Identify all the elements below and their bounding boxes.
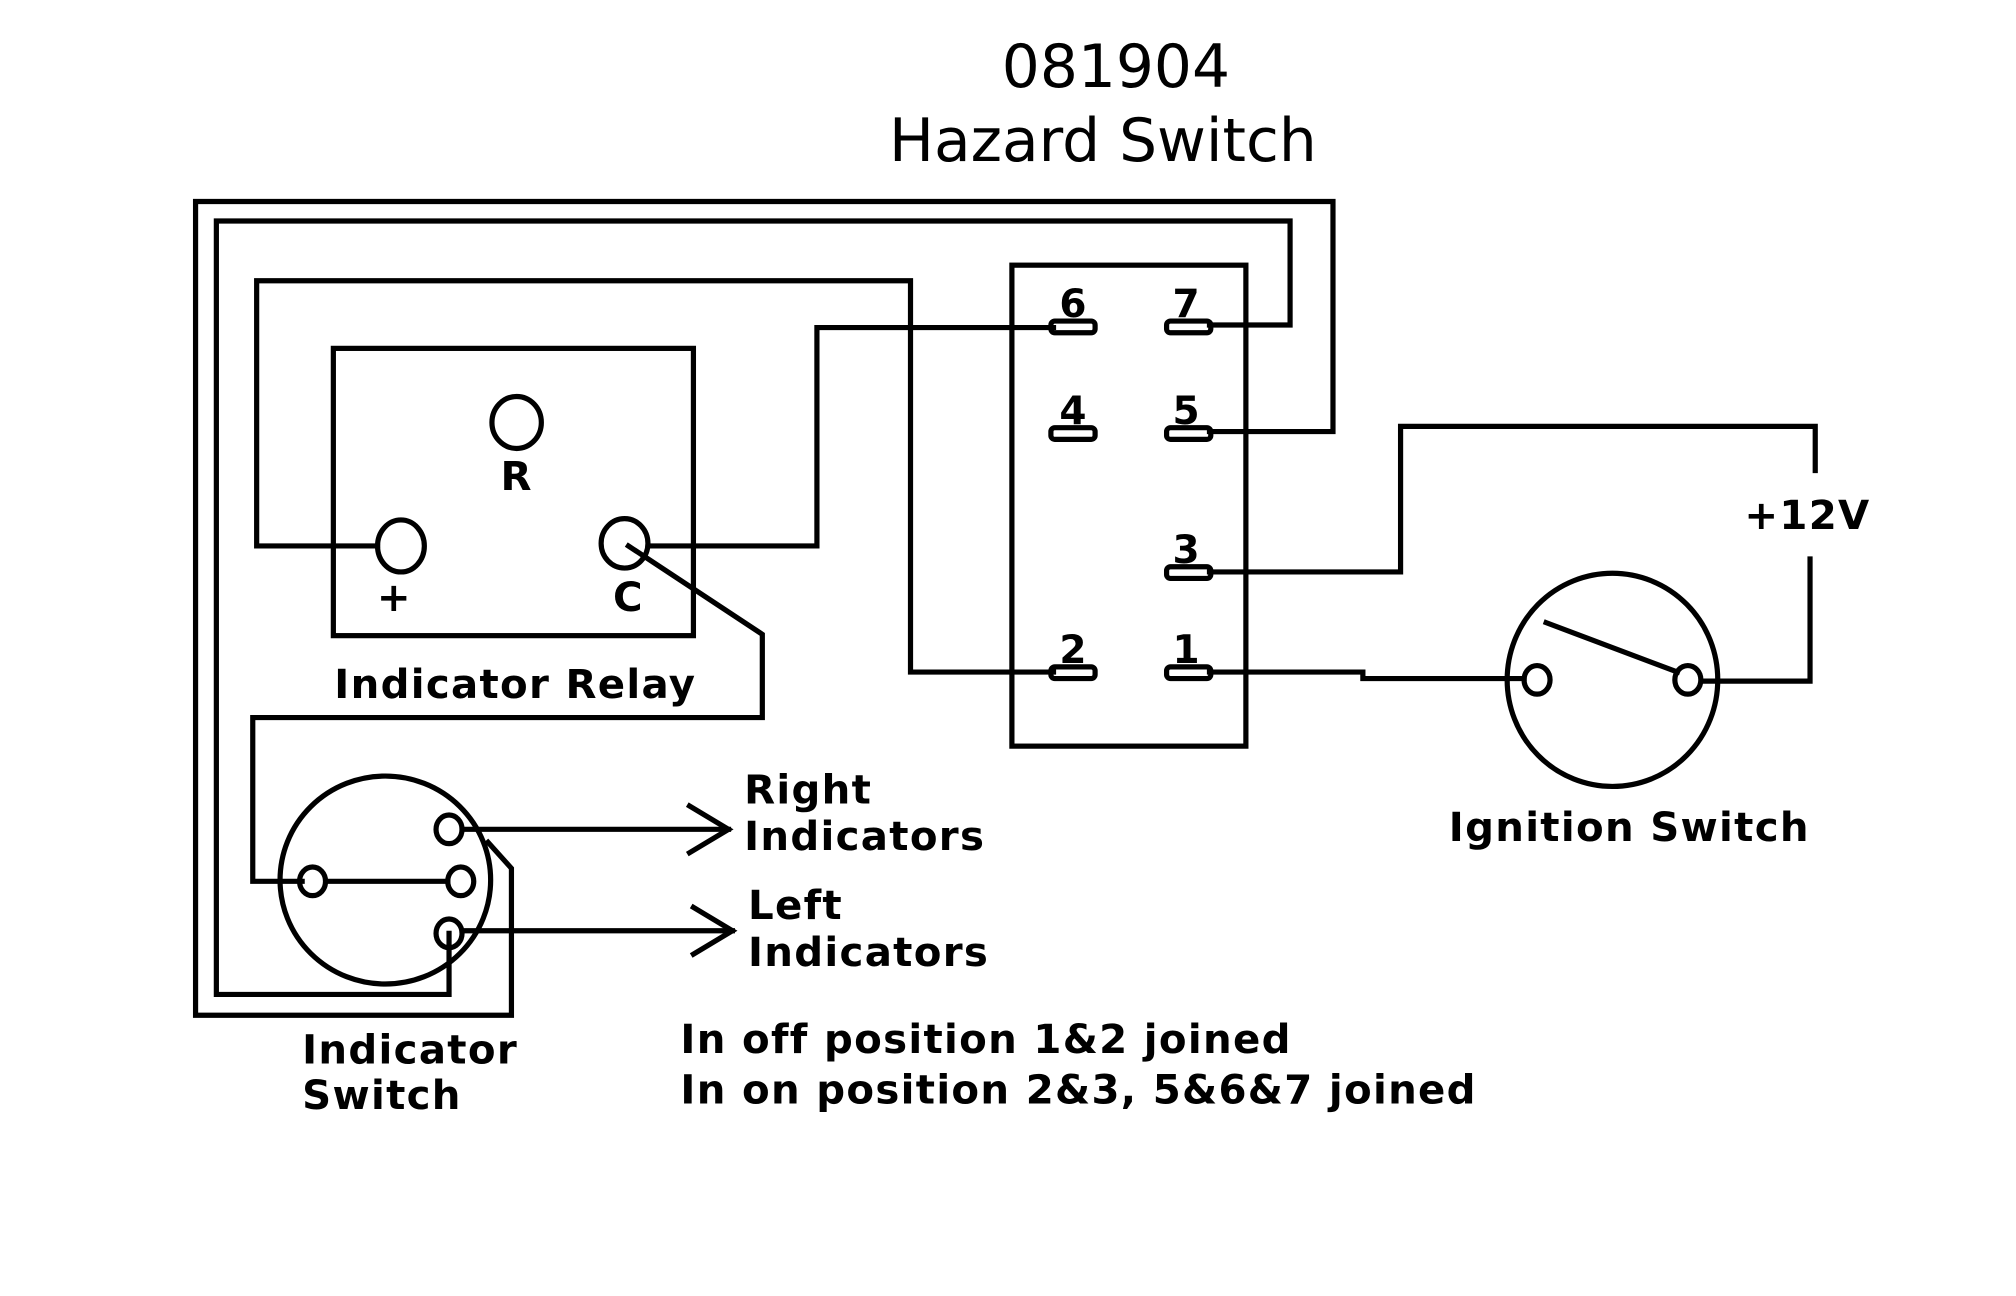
wire-pin1-to-ignition	[1206, 669, 1527, 682]
terminal-7[interactable]: 7	[1163, 282, 1214, 336]
wire-relay-c-to-indicator-switch	[250, 542, 765, 884]
relay-terminal-c[interactable]	[598, 516, 651, 571]
left-indicators-label-1: Left	[748, 882, 843, 929]
wire-outer-loop-pin5	[192, 198, 1336, 1018]
left-indicators-arrow-icon	[689, 903, 738, 958]
supply-12v-label: +12V	[1744, 492, 1870, 539]
hazard-switch-block	[1009, 262, 1249, 749]
wire-supply-to-ignition	[1700, 556, 1813, 684]
diagram-title: Hazard Switch	[889, 107, 1317, 176]
indicator-switch-terminal-mid[interactable]	[445, 864, 477, 899]
note-off-position: In off position 1&2 joined	[680, 1016, 1291, 1063]
terminal-6-label: 6	[1059, 282, 1086, 327]
right-indicators-label-1: Right	[744, 766, 872, 813]
right-indicators-label-2: Indicators	[744, 813, 985, 860]
ignition-terminal-left[interactable]	[1521, 662, 1553, 697]
indicator-switch-terminal-right[interactable]	[433, 812, 465, 847]
terminal-7-label: 7	[1173, 282, 1200, 327]
ignition-switch-label: Ignition Switch	[1449, 804, 1810, 851]
indicator-switch-body	[277, 773, 494, 987]
left-indicators-label-2: Indicators	[748, 929, 989, 976]
ignition-terminal-right[interactable]	[1672, 662, 1704, 697]
ignition-switch-body	[1504, 570, 1721, 790]
note-on-position: In on position 2&3, 5&6&7 joined	[680, 1067, 1476, 1114]
right-indicators-arrow-icon	[685, 802, 734, 857]
relay-terminal-plus[interactable]	[374, 517, 427, 575]
terminal-5[interactable]: 5	[1163, 389, 1214, 442]
indicator-relay-body	[330, 345, 697, 639]
terminal-1-label: 1	[1173, 628, 1200, 673]
indicator-relay-label: Indicator Relay	[334, 661, 696, 708]
terminal-2-label: 2	[1059, 628, 1086, 673]
wire-relay-plus-to-pin2	[254, 278, 1057, 675]
terminal-2[interactable]: 2	[1048, 628, 1098, 682]
wire-relay-c-to-pin6	[647, 324, 1057, 549]
terminal-1[interactable]: 1	[1163, 628, 1214, 682]
terminal-6[interactable]: 6	[1048, 282, 1098, 336]
relay-terminal-plus-label: +	[377, 574, 412, 621]
wire-pin3-to-supply	[1206, 423, 1818, 575]
relay-terminal-r[interactable]	[489, 393, 544, 452]
terminal-4-label: 4	[1059, 389, 1086, 434]
terminal-4[interactable]: 4	[1048, 389, 1098, 442]
relay-terminal-c-label: C	[613, 574, 644, 621]
part-number: 081904	[1002, 33, 1230, 102]
ignition-switch-contact	[1542, 619, 1681, 676]
indicator-switch-label-2: Switch	[302, 1072, 462, 1119]
terminal-3[interactable]: 3	[1163, 528, 1214, 582]
indicator-switch-label-1: Indicator	[302, 1026, 518, 1073]
relay-terminal-r-label: R	[500, 453, 532, 500]
terminal-3-label: 3	[1173, 528, 1200, 573]
terminal-5-label: 5	[1173, 389, 1200, 434]
